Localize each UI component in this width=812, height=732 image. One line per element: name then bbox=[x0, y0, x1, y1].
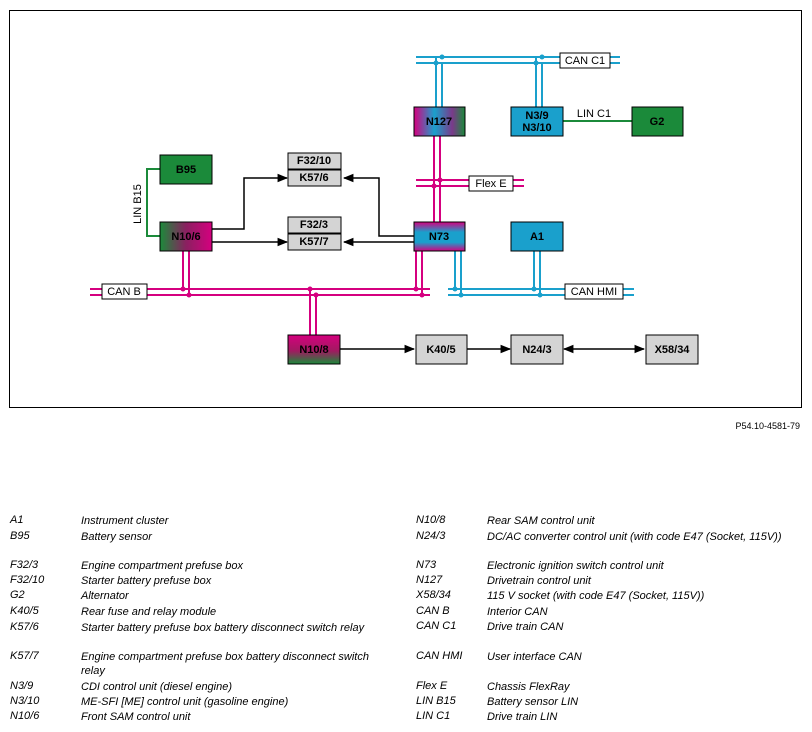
unit-n3-10-label: N3/10 bbox=[522, 122, 551, 134]
legend-description: Alternator bbox=[81, 590, 129, 602]
can-b-junctions bbox=[180, 286, 425, 298]
bus-label-can-c1: CAN C1 bbox=[559, 52, 611, 69]
unit-x58-34: X58/34 bbox=[645, 334, 699, 365]
legend-description: Instrument cluster bbox=[81, 515, 169, 527]
unit-n3-9-label: N3/9 bbox=[525, 110, 548, 122]
unit-k57-7: K57/7 bbox=[287, 233, 342, 251]
unit-b95-label: B95 bbox=[176, 164, 196, 176]
unit-k57-6: K57/6 bbox=[287, 169, 342, 187]
legend-code: Flex E bbox=[416, 680, 448, 692]
legend-description: Drive train LIN bbox=[487, 711, 558, 723]
legend-description: Interior CAN bbox=[487, 606, 548, 618]
bus-label-lin-b15: LIN B15 bbox=[132, 184, 144, 224]
unit-n127: N127 bbox=[413, 106, 466, 137]
figure-reference: P54.10-4581-79 bbox=[735, 421, 800, 431]
unit-k40-5-label: K40/5 bbox=[426, 344, 455, 356]
legend-code: A1 bbox=[10, 514, 24, 526]
can-hmi-junctions bbox=[452, 286, 543, 298]
legend-code: G2 bbox=[10, 589, 25, 601]
unit-f32-3-label: F32/3 bbox=[300, 219, 328, 231]
legend-code: CAN HMI bbox=[416, 650, 463, 662]
legend-description: Rear fuse and relay module bbox=[81, 606, 217, 618]
unit-n24-3: N24/3 bbox=[510, 334, 564, 365]
bus-label-lin-c1: LIN C1 bbox=[577, 108, 611, 120]
unit-a1-label: A1 bbox=[530, 231, 544, 243]
unit-n10-8-label: N10/8 bbox=[299, 344, 328, 356]
legend-code: LIN B15 bbox=[416, 695, 456, 707]
legend-code: CAN C1 bbox=[416, 620, 457, 632]
unit-x58-34-label: X58/34 bbox=[655, 344, 691, 356]
legend-description: Electronic ignition switch control unit bbox=[487, 560, 664, 572]
unit-n10-6-label: N10/6 bbox=[171, 231, 200, 243]
unit-k40-5: K40/5 bbox=[415, 334, 468, 365]
legend-code: K57/7 bbox=[10, 650, 39, 662]
legend-code: N3/10 bbox=[10, 695, 40, 707]
legend-description: 115 V socket (with code E47 (Socket, 115… bbox=[487, 590, 705, 602]
legend-description: Battery sensor LIN bbox=[487, 696, 579, 708]
unit-n73: N73 bbox=[413, 221, 466, 252]
unit-g2: G2 bbox=[631, 106, 684, 137]
legend-code: K57/6 bbox=[10, 621, 39, 633]
legend-code: N10/8 bbox=[416, 514, 446, 526]
unit-f32-10: F32/10 bbox=[287, 152, 342, 170]
legend-description: Battery sensor bbox=[81, 531, 152, 543]
legend-code: F32/3 bbox=[10, 559, 39, 571]
unit-k57-6-label: K57/6 bbox=[299, 172, 328, 184]
bus-label-can-hmi: CAN HMI bbox=[564, 283, 624, 300]
flex-e-junctions bbox=[431, 177, 443, 189]
unit-n73-label: N73 bbox=[429, 231, 449, 243]
network-diagram: B95 G2 F32/10 K57/6 F32/3 K57/7 N10/6 N7… bbox=[90, 52, 699, 365]
lin-b15-line bbox=[146, 168, 160, 237]
legend-description: DC/AC converter control unit (with code … bbox=[487, 531, 782, 543]
bus-label-can-c1-text: CAN C1 bbox=[565, 55, 605, 67]
unit-n10-8: N10/8 bbox=[287, 334, 341, 365]
legend-code: CAN B bbox=[416, 605, 450, 617]
unit-n24-3-label: N24/3 bbox=[522, 344, 551, 356]
legend-code: X58/34 bbox=[416, 589, 451, 601]
unit-a1: A1 bbox=[510, 221, 564, 252]
legend-description: Engine compartment prefuse box battery d… bbox=[81, 651, 369, 677]
legend-description: Front SAM control unit bbox=[81, 711, 191, 723]
legend-code: K40/5 bbox=[10, 605, 39, 617]
legend-description: User interface CAN bbox=[487, 651, 582, 663]
legend-code: N73 bbox=[416, 559, 437, 571]
unit-n127-label: N127 bbox=[426, 116, 452, 128]
bus-label-flex-e: Flex E bbox=[468, 175, 514, 192]
legend-description: Engine compartment prefuse box bbox=[81, 560, 244, 572]
bus-label-can-b: CAN B bbox=[101, 283, 148, 300]
can-c1-junctions bbox=[433, 54, 545, 66]
legend-code: N3/9 bbox=[10, 680, 34, 692]
legend-description: CDI control unit (diesel engine) bbox=[81, 681, 233, 693]
unit-n3-9-n3-10: N3/9 N3/10 bbox=[510, 106, 564, 137]
unit-g2-label: G2 bbox=[650, 116, 665, 128]
legend-code: N24/3 bbox=[416, 530, 446, 542]
legend-description: Chassis FlexRay bbox=[487, 681, 570, 693]
legend-description: Drive train CAN bbox=[487, 621, 564, 633]
legend-code: N10/6 bbox=[10, 710, 40, 722]
legend-code: F32/10 bbox=[10, 574, 45, 586]
unit-f32-3: F32/3 bbox=[287, 216, 342, 234]
legend-code: B95 bbox=[10, 530, 30, 542]
legend-code: N127 bbox=[416, 574, 443, 586]
unit-b95: B95 bbox=[159, 154, 213, 185]
legend-description: Rear SAM control unit bbox=[487, 515, 595, 527]
bus-label-can-b-text: CAN B bbox=[107, 286, 141, 298]
bus-label-can-hmi-text: CAN HMI bbox=[571, 286, 617, 298]
unit-n10-6: N10/6 bbox=[159, 221, 213, 252]
legend-code: LIN C1 bbox=[416, 710, 451, 722]
legend-description: ME-SFI [ME] control unit (gasoline engin… bbox=[81, 696, 289, 708]
legend-description: Starter battery prefuse box bbox=[81, 575, 212, 587]
bus-label-flex-e-text: Flex E bbox=[475, 178, 506, 190]
legend-description: Starter battery prefuse box battery disc… bbox=[81, 622, 365, 634]
unit-k57-7-label: K57/7 bbox=[299, 236, 328, 248]
diagram-frame bbox=[9, 10, 802, 408]
unit-f32-10-label: F32/10 bbox=[297, 155, 331, 167]
signal-arrows bbox=[212, 173, 646, 354]
legend-description: Drivetrain control unit bbox=[487, 575, 591, 587]
